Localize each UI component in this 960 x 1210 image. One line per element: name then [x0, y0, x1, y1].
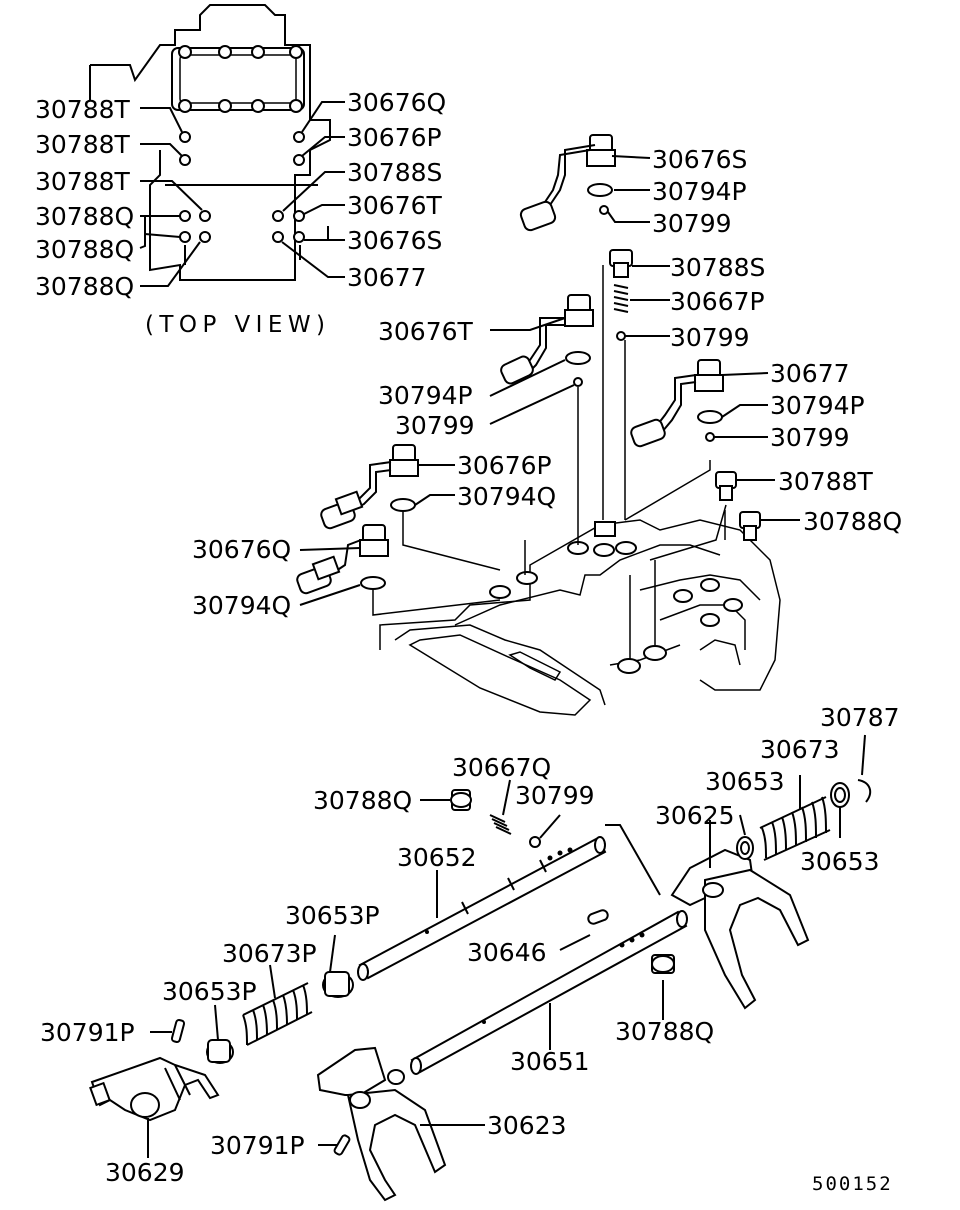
fork-30625 — [670, 820, 810, 1010]
top-view-label: 30788Q — [35, 235, 134, 264]
spring-30673 — [736, 734, 872, 861]
top-view-label: 30676Q — [347, 88, 446, 117]
part-label: 30788Q — [803, 507, 902, 536]
top-view-label: 30788T — [35, 167, 131, 196]
part-label: 30794Q — [192, 591, 291, 620]
pin-30646 — [559, 909, 609, 951]
part-label: 30653 — [800, 847, 880, 876]
part-label: 30651 — [510, 1047, 590, 1076]
part-label: 30794P — [378, 381, 473, 410]
part-label: 30799 — [515, 781, 595, 810]
spring-30673P — [206, 934, 354, 1064]
spring-30667Q — [489, 779, 561, 848]
top-view-label: 30788T — [35, 130, 131, 159]
switch-30676T — [489, 294, 594, 545]
bracket-30629 — [89, 1056, 220, 1158]
part-label: 30794P — [770, 391, 865, 420]
part-label: 30653P — [285, 901, 380, 930]
rail-30651 — [410, 910, 688, 1075]
diagram-code: 500152 — [812, 1173, 893, 1195]
top-view-label: 30788T — [35, 95, 131, 124]
top-view-label: 30788Q — [35, 272, 134, 301]
part-label: 30625 — [655, 801, 735, 830]
top-view-label: 30676P — [347, 123, 442, 152]
part-label: 30677 — [770, 359, 850, 388]
top-view-label: 30677 — [347, 263, 427, 292]
switch-30676S — [519, 134, 651, 232]
part-label: 30799 — [395, 411, 475, 440]
fork-30623 — [316, 1046, 485, 1202]
part-label: 30794P — [652, 177, 747, 206]
plug-30788Q-lower — [651, 954, 675, 1020]
part-label: 30646 — [467, 938, 547, 967]
top-view-label: 30676S — [347, 226, 442, 255]
part-label: 30652 — [397, 843, 477, 872]
part-label: 30788Q — [615, 1017, 714, 1046]
switch-30677 — [624, 359, 769, 521]
part-label: 30667Q — [452, 753, 551, 782]
callout-labels: 30676S 30794P 30799 30788S 30667P 30799 … — [40, 145, 902, 1195]
part-label: 30799 — [652, 209, 732, 238]
part-label: 30799 — [670, 323, 750, 352]
top-view-label: 30788S — [347, 158, 442, 187]
plug-30788S — [602, 249, 670, 520]
switch-30676P — [320, 444, 526, 575]
part-label: 30629 — [105, 1158, 185, 1187]
part-label: 30623 — [487, 1111, 567, 1140]
part-label: 30788S — [670, 253, 765, 282]
part-label: 30676P — [457, 451, 552, 480]
part-label: 30791P — [210, 1131, 305, 1160]
transmission-case — [379, 519, 781, 716]
part-label: 30667P — [670, 287, 765, 316]
part-label: 30791P — [40, 1018, 135, 1047]
part-label: 30788Q — [313, 786, 412, 815]
pin-30791P — [150, 1019, 351, 1156]
part-label: 30676Q — [192, 535, 291, 564]
top-view: 30788T 30788T 30788T 30788Q 30788Q 30788… — [35, 4, 446, 338]
plug-30788Q-middle — [420, 789, 472, 811]
part-label: 30794Q — [457, 482, 556, 511]
rail-30652 — [357, 824, 661, 981]
part-label: 30676T — [378, 317, 474, 346]
part-label: 30673 — [760, 735, 840, 764]
part-label: 30653 — [705, 767, 785, 796]
part-label: 30653P — [162, 977, 257, 1006]
plug-30788Q-right — [629, 510, 800, 660]
top-view-label: 30788Q — [35, 202, 134, 231]
top-view-label: 30676T — [347, 191, 443, 220]
part-label: 30673P — [222, 939, 317, 968]
part-label: 30799 — [770, 423, 850, 452]
part-label: 30788T — [778, 467, 874, 496]
part-label: 30787 — [820, 703, 900, 732]
switch-30676Q — [296, 524, 501, 616]
top-view-caption: (TOP VIEW) — [145, 312, 325, 338]
part-label: 30676S — [652, 145, 747, 174]
plug-30788T — [649, 471, 775, 561]
